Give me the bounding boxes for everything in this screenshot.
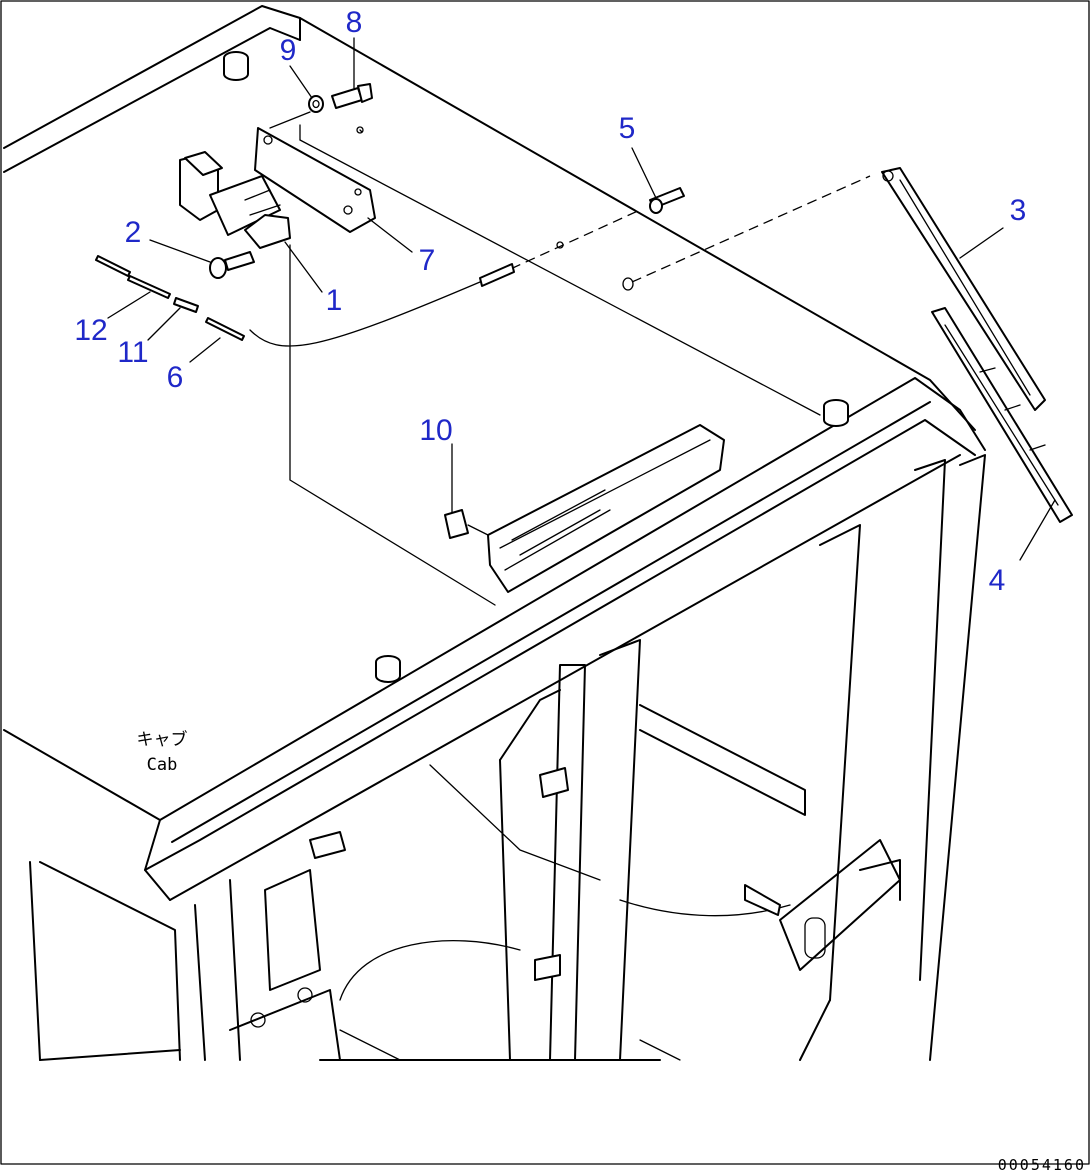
leader-line — [289, 244, 496, 606]
rod — [479, 263, 515, 287]
hose-6 — [205, 317, 245, 341]
callout-10: 10 — [419, 414, 452, 447]
callout-4: 4 — [989, 564, 1006, 597]
callout-6: 6 — [167, 361, 184, 394]
callout-leaders — [107, 37, 1056, 561]
wiper-motor — [179, 151, 291, 249]
cab-label-en: Cab — [147, 755, 178, 775]
leader-line — [269, 111, 311, 129]
bolt-2 — [209, 251, 255, 279]
bolt-8 — [331, 83, 373, 109]
wiper-arm-3 — [881, 167, 1046, 411]
callout-5: 5 — [619, 112, 636, 145]
callout-7: 7 — [419, 244, 436, 277]
pivot-shaft-5 — [649, 187, 685, 214]
callout-9: 9 — [280, 34, 297, 67]
hose-12 — [127, 275, 171, 299]
assembly-line — [481, 209, 641, 283]
cab-roof — [3, 5, 986, 901]
drawing-code: 00054160 — [998, 1156, 1086, 1174]
cab-label-jp: キャブ — [137, 729, 188, 750]
roof-boss — [823, 399, 849, 427]
callout-12: 12 — [74, 314, 107, 347]
cable — [249, 281, 481, 347]
washer-9 — [308, 95, 324, 113]
leader-line — [299, 139, 821, 416]
roof-boss — [375, 655, 401, 683]
cab-body — [29, 454, 986, 1061]
callout-3: 3 — [1010, 194, 1027, 227]
hose-12a — [95, 255, 131, 277]
callout-2: 2 — [125, 216, 142, 249]
roof-boss — [223, 51, 249, 81]
door-handle — [804, 917, 826, 959]
callout-11: 11 — [117, 336, 148, 369]
leader-line — [359, 129, 363, 133]
joint-11 — [173, 297, 199, 313]
motor-bracket — [254, 124, 376, 233]
washer-tank-10 — [444, 424, 725, 593]
wiper-blade-4 — [931, 307, 1073, 523]
assembly-line — [631, 175, 871, 283]
callout-8: 8 — [346, 6, 363, 39]
callout-1: 1 — [326, 284, 343, 317]
